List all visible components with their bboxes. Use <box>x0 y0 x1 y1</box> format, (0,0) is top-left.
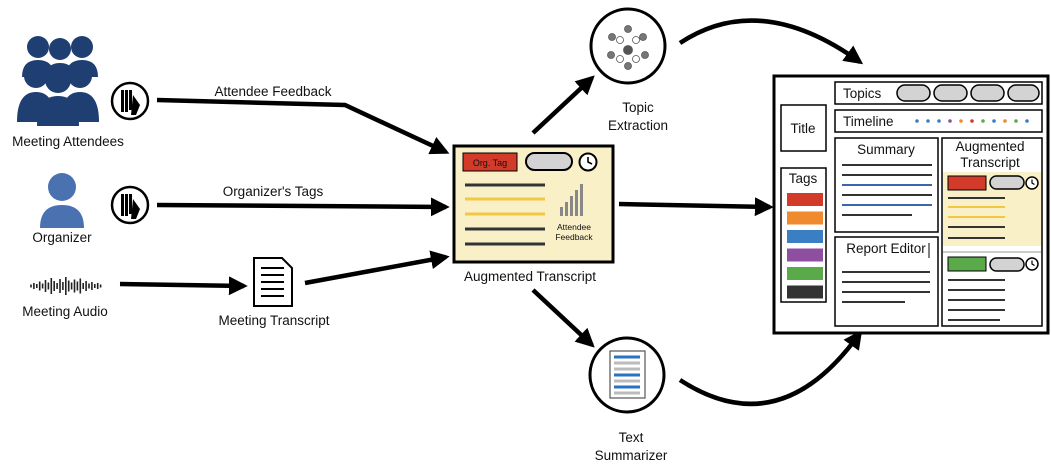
tags-arrow-label: Organizer's Tags <box>223 184 324 199</box>
feedback-arrow-label: Attendee Feedback <box>214 84 331 99</box>
person-icon <box>40 173 84 228</box>
arrow-summ-to-report <box>678 329 863 407</box>
org-tag-chip <box>462 152 518 172</box>
arrow-feedback <box>156 97 450 155</box>
augmented-label: Augmented Transcript <box>464 269 596 284</box>
editor-label: Report Editor <box>846 241 926 256</box>
timeline-label: Timeline <box>843 114 894 129</box>
timeline-dot <box>937 119 941 123</box>
arrow-to-topic <box>531 75 595 135</box>
arrow-transcript <box>304 250 450 286</box>
tag-swatch <box>787 285 823 299</box>
arrow-tags <box>156 197 450 217</box>
aug-line2: Transcript <box>960 155 1020 170</box>
transcript-label: Meeting Transcript <box>218 313 329 328</box>
topic-pills <box>896 84 1040 102</box>
tags-label: Tags <box>789 171 818 186</box>
arrow-audio <box>119 276 248 296</box>
document-icon <box>253 257 293 307</box>
clock-icon <box>1025 257 1039 271</box>
timeline-dot <box>981 119 985 123</box>
summ-line2: Summarizer <box>595 448 668 463</box>
audio-label: Meeting Audio <box>22 304 108 319</box>
topic-cluster-icon <box>589 7 667 85</box>
timeline-dots <box>915 119 1029 123</box>
feedback-bars-icon <box>560 184 583 216</box>
tag-swatch <box>787 193 823 206</box>
feedback-line1: Attendee <box>557 222 591 232</box>
timeline-dot <box>948 119 952 123</box>
tag-swatch <box>787 248 823 262</box>
topic-line2: Extraction <box>608 118 668 133</box>
arrow-to-summarizer <box>531 288 595 348</box>
org-tag-label: Org. Tag <box>473 158 507 168</box>
title-box <box>780 104 827 152</box>
timeline-dot <box>1014 119 1018 123</box>
aug-tag-green <box>947 256 987 272</box>
pill-shape <box>525 152 573 171</box>
summary-doc-icon <box>588 336 666 414</box>
timeline-dot <box>1003 119 1007 123</box>
arrows-middle <box>531 18 864 407</box>
timeline-dot <box>959 119 963 123</box>
tag-swatch <box>787 211 823 225</box>
topics-label: Topics <box>843 86 882 101</box>
clock-icon <box>1025 176 1039 190</box>
augmented-card: Org. Tag Attendee Feedback <box>452 144 615 264</box>
feedback-line2: Feedback <box>555 232 593 242</box>
timeline-dot <box>992 119 996 123</box>
people-group-icon <box>17 36 99 126</box>
tag-swatch <box>787 267 823 280</box>
arrow-to-report <box>618 197 774 217</box>
arrow-topic-to-report <box>678 18 864 65</box>
attendees-label: Meeting Attendees <box>12 134 124 149</box>
aug-line1: Augmented <box>955 139 1024 154</box>
waveform-icon <box>30 277 102 295</box>
tag-swatches <box>787 193 823 299</box>
summ-line1: Text <box>619 430 644 445</box>
organizer-label: Organizer <box>32 230 92 245</box>
aug-tag-red <box>947 175 987 191</box>
timeline-dot <box>970 119 974 123</box>
timeline-dot <box>915 119 919 123</box>
timeline-dot <box>1025 119 1029 123</box>
timeline-dot <box>926 119 930 123</box>
summary-label: Summary <box>857 142 915 157</box>
bar-chart-hand-icon <box>110 185 150 225</box>
clock-icon <box>578 152 598 172</box>
report-panel: Topics Title Timeline Tags Summary <box>772 74 1050 335</box>
title-label: Title <box>790 121 815 136</box>
tag-swatch <box>787 230 823 243</box>
bar-chart-hand-icon <box>110 81 150 121</box>
arrows-left <box>119 97 450 296</box>
topic-line1: Topic <box>622 100 654 115</box>
